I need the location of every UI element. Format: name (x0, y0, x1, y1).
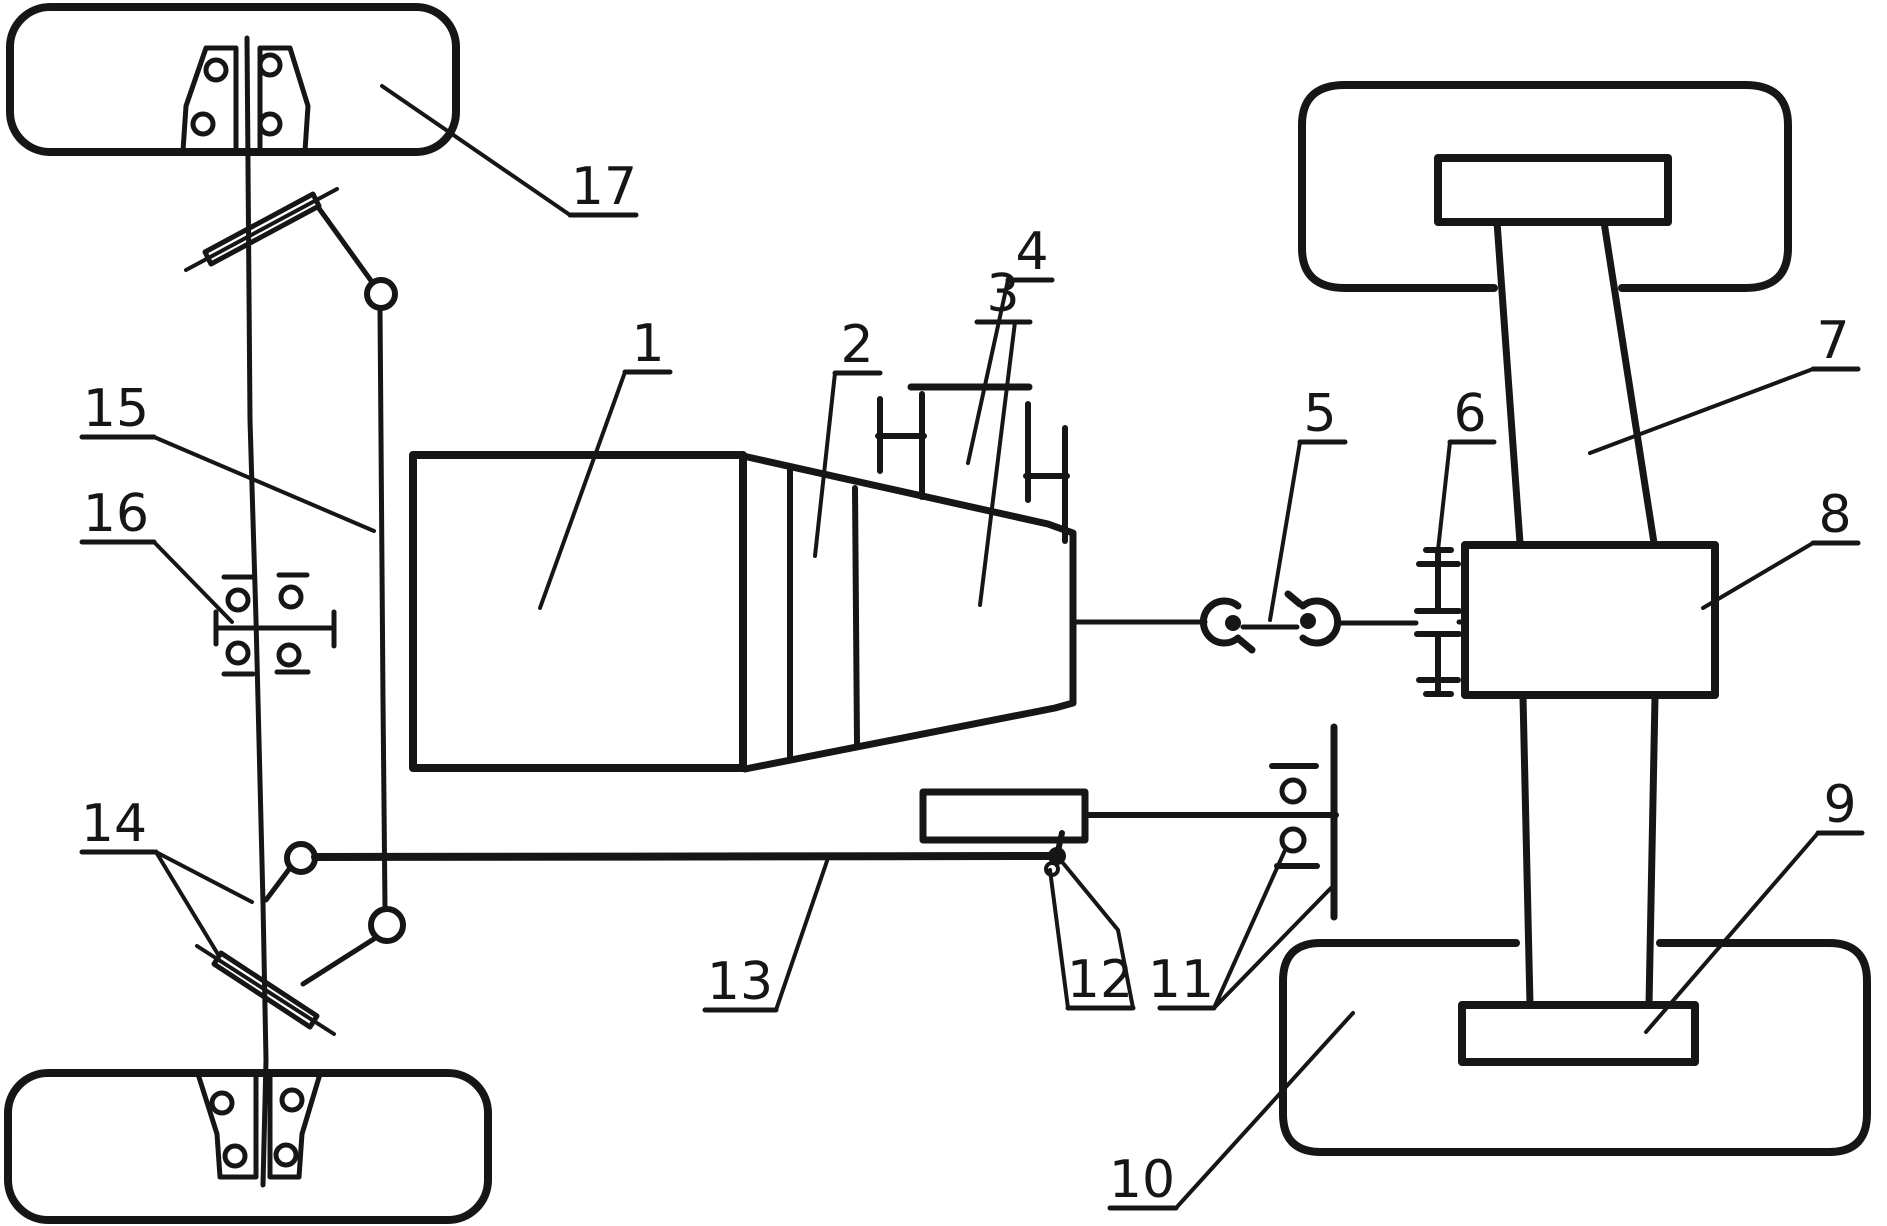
callout-label: 8 (1818, 485, 1851, 545)
callout-17: 17 (380, 84, 639, 218)
callout-label: 1 (631, 314, 664, 374)
drag-link (300, 204, 406, 987)
callout-2: 2 (813, 315, 883, 558)
callout-10: 10 (1107, 1011, 1355, 1211)
callout-9: 9 (1644, 775, 1865, 1034)
callout-label: 11 (1148, 950, 1214, 1010)
front-axle-line (244, 35, 269, 1188)
ball-joint-bottom (368, 906, 406, 944)
rear-assembly (1279, 81, 1871, 1156)
axle-housing-trunk (1493, 218, 1659, 1009)
callout-label: 13 (707, 952, 773, 1012)
callout-label: 12 (1067, 950, 1133, 1010)
steering-rod (311, 852, 1057, 861)
front-assembly (4, 3, 492, 1224)
callout-label: 9 (1823, 775, 1856, 835)
front-wheel-top (6, 3, 460, 156)
callout-3: 3 (974, 264, 1033, 607)
front-axle-pivot (213, 572, 337, 677)
callout-11: 11 (1148, 846, 1333, 1011)
engine-mount-brackets (875, 383, 1070, 544)
rear-wheel-top (1298, 81, 1792, 292)
callout-label: 10 (1109, 1150, 1175, 1210)
callout-label: 6 (1453, 384, 1486, 444)
callout-label: 15 (83, 379, 149, 439)
callout-15: 15 (79, 379, 376, 533)
callouts: 1 2 3 4 5 6 7 (79, 84, 1865, 1211)
rod-pivot (1048, 847, 1066, 865)
rear-hub-plate-top (1434, 154, 1672, 226)
claw-coupling (1199, 590, 1342, 654)
powertrain (409, 383, 1469, 773)
callout-label: 2 (840, 315, 873, 375)
steering-bar-top (184, 187, 339, 272)
gearbox-cone-left-edge (852, 485, 860, 747)
gearbox-cone (739, 452, 1077, 773)
callout-14: 14 (79, 794, 254, 958)
callout-8: 8 (1701, 485, 1861, 610)
chain-drive (1414, 547, 1462, 697)
control-linkage (311, 723, 1339, 921)
callout-4: 4 (966, 222, 1055, 465)
callout-6: 6 (1436, 384, 1497, 552)
callout-label: 5 (1303, 384, 1336, 444)
rear-wheel-bottom (1279, 939, 1871, 1156)
rear-hub-plate-bottom (1458, 1001, 1699, 1066)
callout-13: 13 (702, 859, 829, 1013)
callout-label: 17 (571, 157, 637, 217)
front-wheel-bottom (4, 1069, 492, 1224)
front-hub-bottom (195, 1071, 323, 1180)
differential-housing (1461, 541, 1719, 699)
callout-label: 4 (1015, 222, 1048, 282)
engine-block (409, 451, 747, 772)
callout-7: 7 (1588, 311, 1861, 455)
bell-crank (263, 841, 318, 903)
callout-12: 12 (1048, 861, 1136, 1011)
ball-joint-top (364, 277, 398, 311)
callout-5: 5 (1268, 384, 1348, 622)
front-hub-top (180, 45, 311, 154)
callout-label: 14 (81, 794, 147, 854)
rod-support-bracket (1269, 723, 1338, 921)
callout-label: 16 (83, 484, 149, 544)
callout-label: 7 (1816, 311, 1849, 371)
callout-1: 1 (538, 314, 673, 610)
callout-16: 16 (79, 484, 234, 624)
